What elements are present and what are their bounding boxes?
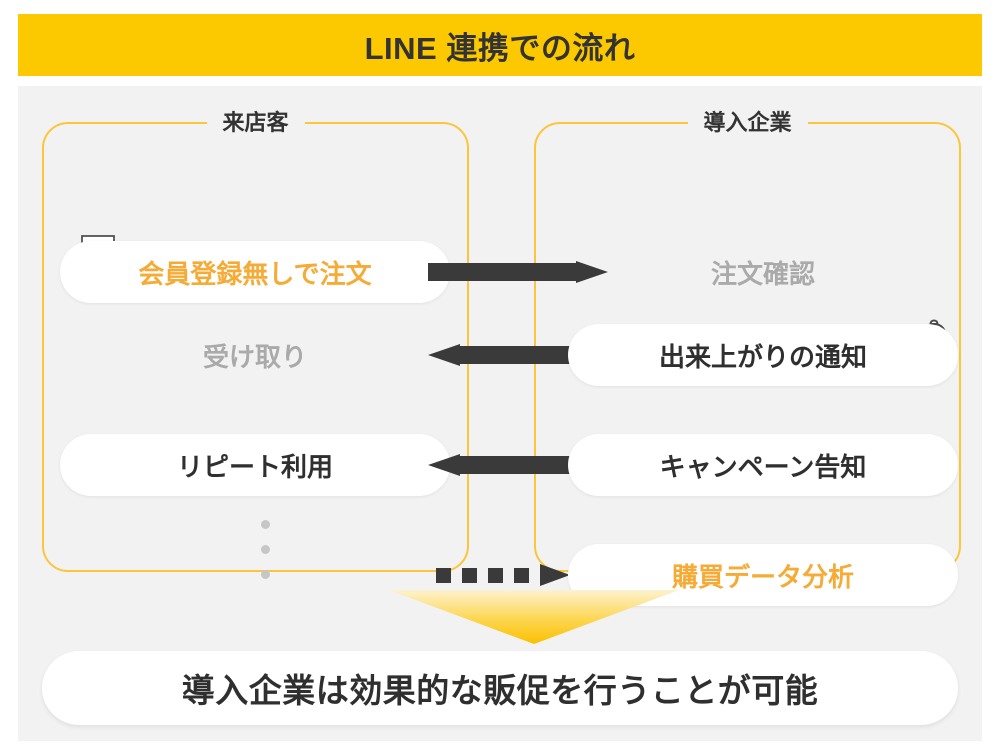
group-label-customer: 来店客 [206,108,305,138]
arrow-right-order [428,261,608,283]
step-order-without-registration[interactable]: 会員登録無しで注文 [60,241,450,303]
step-label: リピート利用 [176,451,333,482]
step-label: キャンペーン告知 [659,451,867,482]
dot [261,520,270,529]
content-panel: 来店客 導入企業 [18,86,982,741]
group-label-company: 導入企業 [687,108,808,138]
step-campaign-notice[interactable]: キャンペーン告知 [568,434,958,496]
page-title: LINE 連携での流れ [364,30,636,66]
continuation-dots [261,520,271,595]
step-purchase-data-analysis[interactable]: 購買データ分析 [568,544,958,606]
step-order-confirmation: 注文確認 [568,241,958,303]
step-pickup: 受け取り [60,324,450,386]
conclusion-banner: 導入企業は効果的な販促を行うことが可能 [42,651,958,725]
dot [261,545,270,554]
step-label: 注文確認 [710,258,815,289]
flow-row-1: 会員登録無しで注文 注文確認 [18,241,982,303]
step-label: 出来上がりの通知 [658,341,867,372]
down-arrow-icon [389,590,679,644]
arrow-dashed-right-analysis [436,564,608,586]
dot [261,570,270,579]
step-label: 購買データ分析 [671,561,854,592]
step-repeat-usage[interactable]: リピート利用 [60,434,450,496]
step-label: 会員登録無しで注文 [138,258,372,289]
conclusion-text: 導入企業は効果的な販促を行うことが可能 [181,672,819,709]
title-banner: LINE 連携での流れ [18,14,982,76]
step-ready-notification[interactable]: 出来上がりの通知 [568,324,958,386]
step-label: 受け取り [202,341,307,372]
flow-row-2: 受け取り 出来上がりの通知 [18,324,982,386]
flow-row-4: 購買データ分析 [18,544,982,606]
flow-row-3: リピート利用 キャンペーン告知 [18,434,982,496]
